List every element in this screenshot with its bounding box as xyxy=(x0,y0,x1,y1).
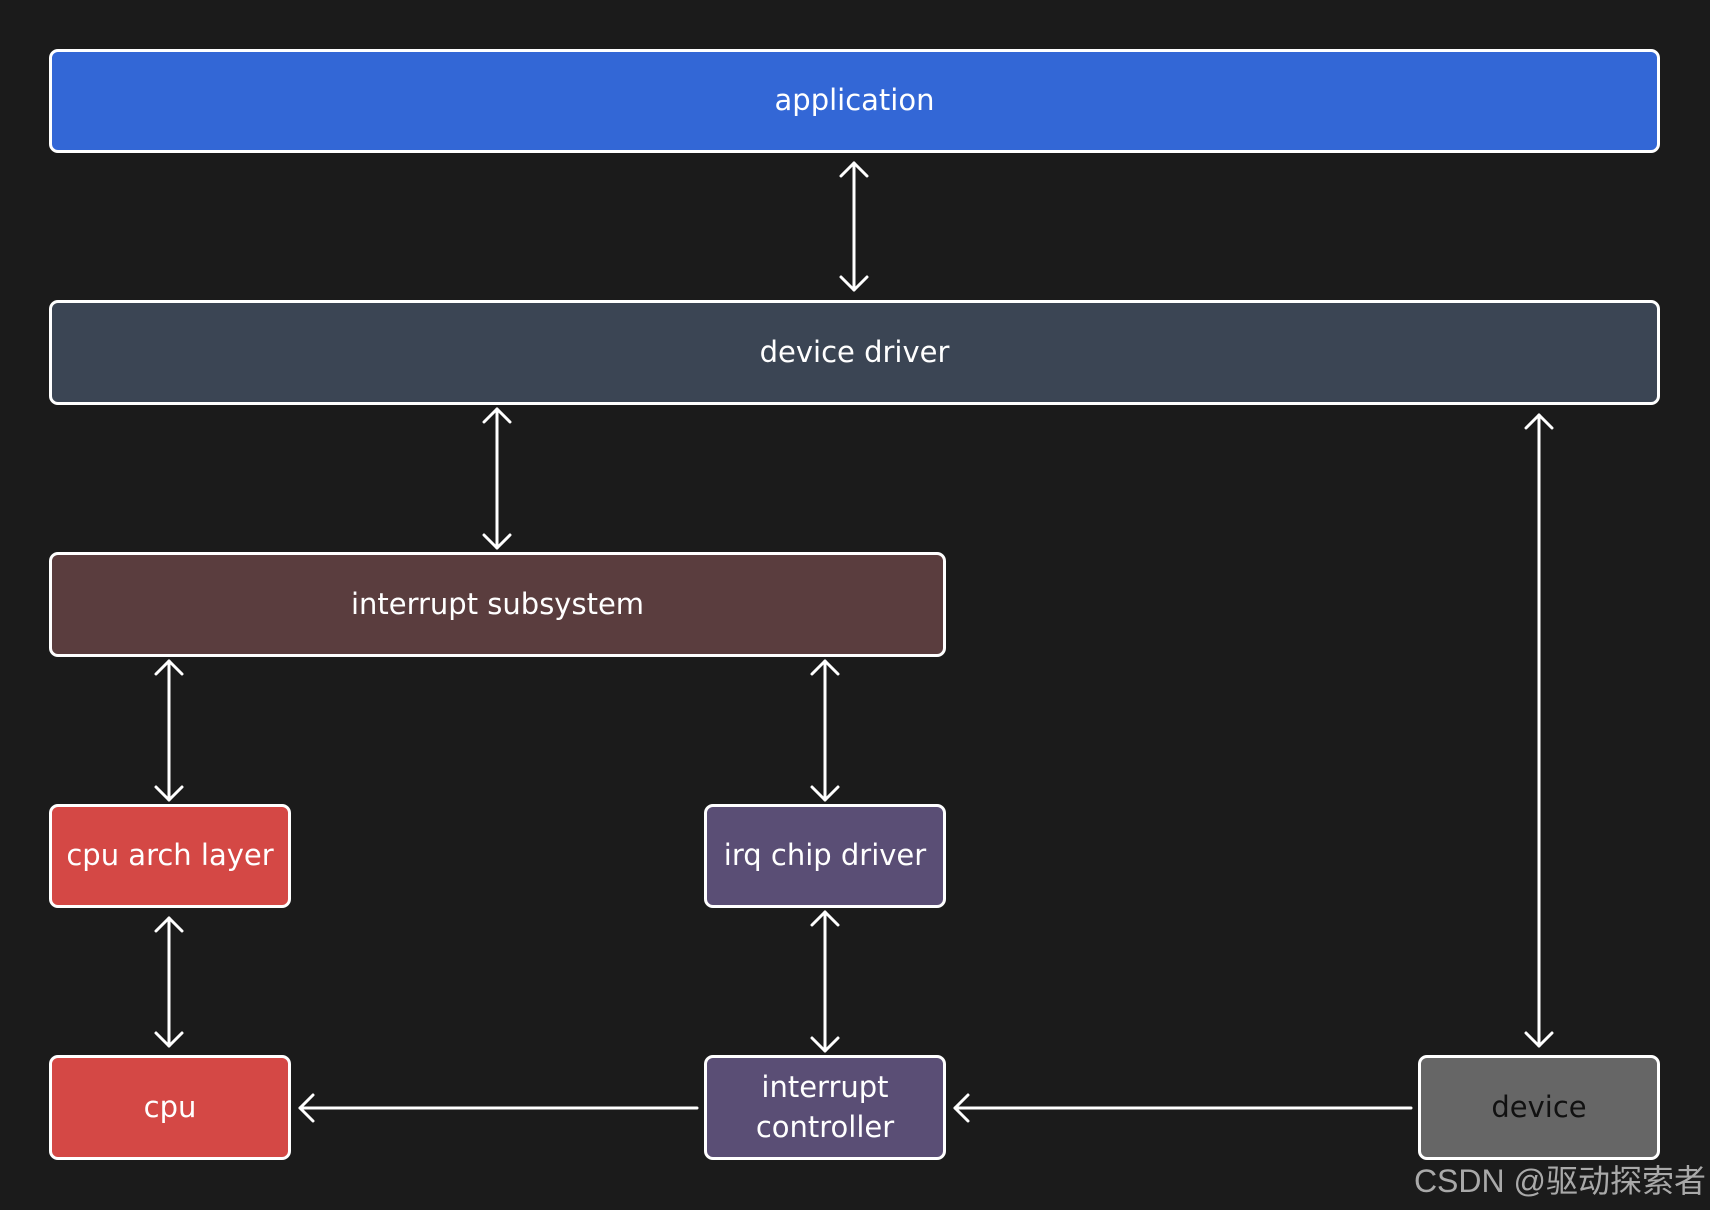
node-irq-chip-driver: irq chip driver xyxy=(704,804,946,908)
node-label: cpu arch layer xyxy=(66,838,274,873)
arrow-interrupt-subsystem-irq-chip-driver xyxy=(810,659,840,802)
arrow-irq-chip-driver-interrupt-controller xyxy=(810,910,840,1053)
node-cpu: cpu xyxy=(49,1055,291,1160)
node-interrupt-controller: interrupt controller xyxy=(704,1055,946,1160)
arrow-device-driver-interrupt-subsystem xyxy=(482,407,512,550)
node-label: interrupt subsystem xyxy=(350,586,645,621)
arrow-device-driver-device xyxy=(1524,413,1554,1048)
node-interrupt-subsystem: interrupt subsystem xyxy=(49,552,946,657)
node-label: cpu xyxy=(143,1089,197,1124)
node-device-driver: device driver xyxy=(49,300,1660,405)
node-label: interrupt controller xyxy=(755,1070,895,1144)
arrow-interrupt-subsystem-cpu-arch-layer xyxy=(154,659,184,802)
watermark: CSDN @驱动探索者 xyxy=(1413,1163,1706,1199)
arrow-application-device-driver xyxy=(839,161,869,292)
node-cpu-arch-layer: cpu arch layer xyxy=(49,804,291,908)
arrow-device-interrupt-controller xyxy=(953,1093,1413,1123)
node-label: device xyxy=(1491,1089,1587,1124)
arrow-cpu-arch-layer-cpu xyxy=(154,916,184,1048)
node-label: application xyxy=(774,83,935,118)
node-label: irq chip driver xyxy=(723,838,927,873)
node-application: application xyxy=(49,49,1660,153)
arrow-interrupt-controller-cpu xyxy=(298,1093,699,1123)
node-device: device xyxy=(1418,1055,1660,1160)
node-label: device driver xyxy=(759,334,950,369)
